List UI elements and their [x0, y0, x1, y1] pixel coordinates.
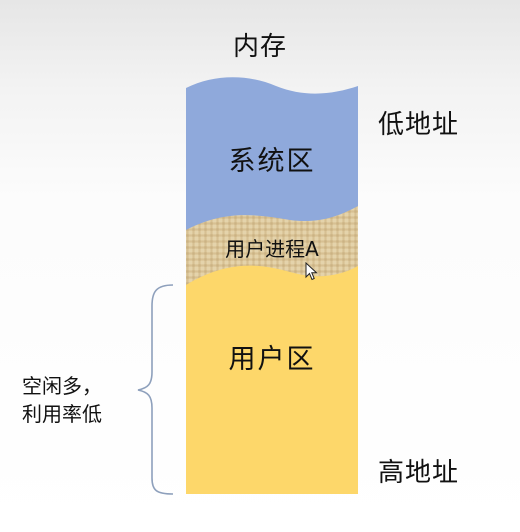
annotation-note: 空闲多， 利用率低 — [22, 372, 102, 428]
process-a-region — [186, 204, 358, 285]
mouse-cursor-icon — [305, 262, 318, 281]
user-region-label: 用户区 — [228, 344, 316, 375]
system-region — [186, 77, 358, 230]
memory-title: 内存 — [232, 32, 287, 62]
system-region-label: 系统区 — [228, 146, 316, 177]
user-region — [186, 264, 358, 494]
note-line-1: 空闲多， — [22, 374, 102, 398]
note-line-2: 利用率低 — [22, 402, 102, 426]
brace-icon — [137, 284, 174, 495]
process-a-label: 用户进程A — [225, 237, 319, 261]
high-address-label: 高地址 — [378, 458, 460, 488]
low-address-label: 低地址 — [378, 110, 460, 140]
